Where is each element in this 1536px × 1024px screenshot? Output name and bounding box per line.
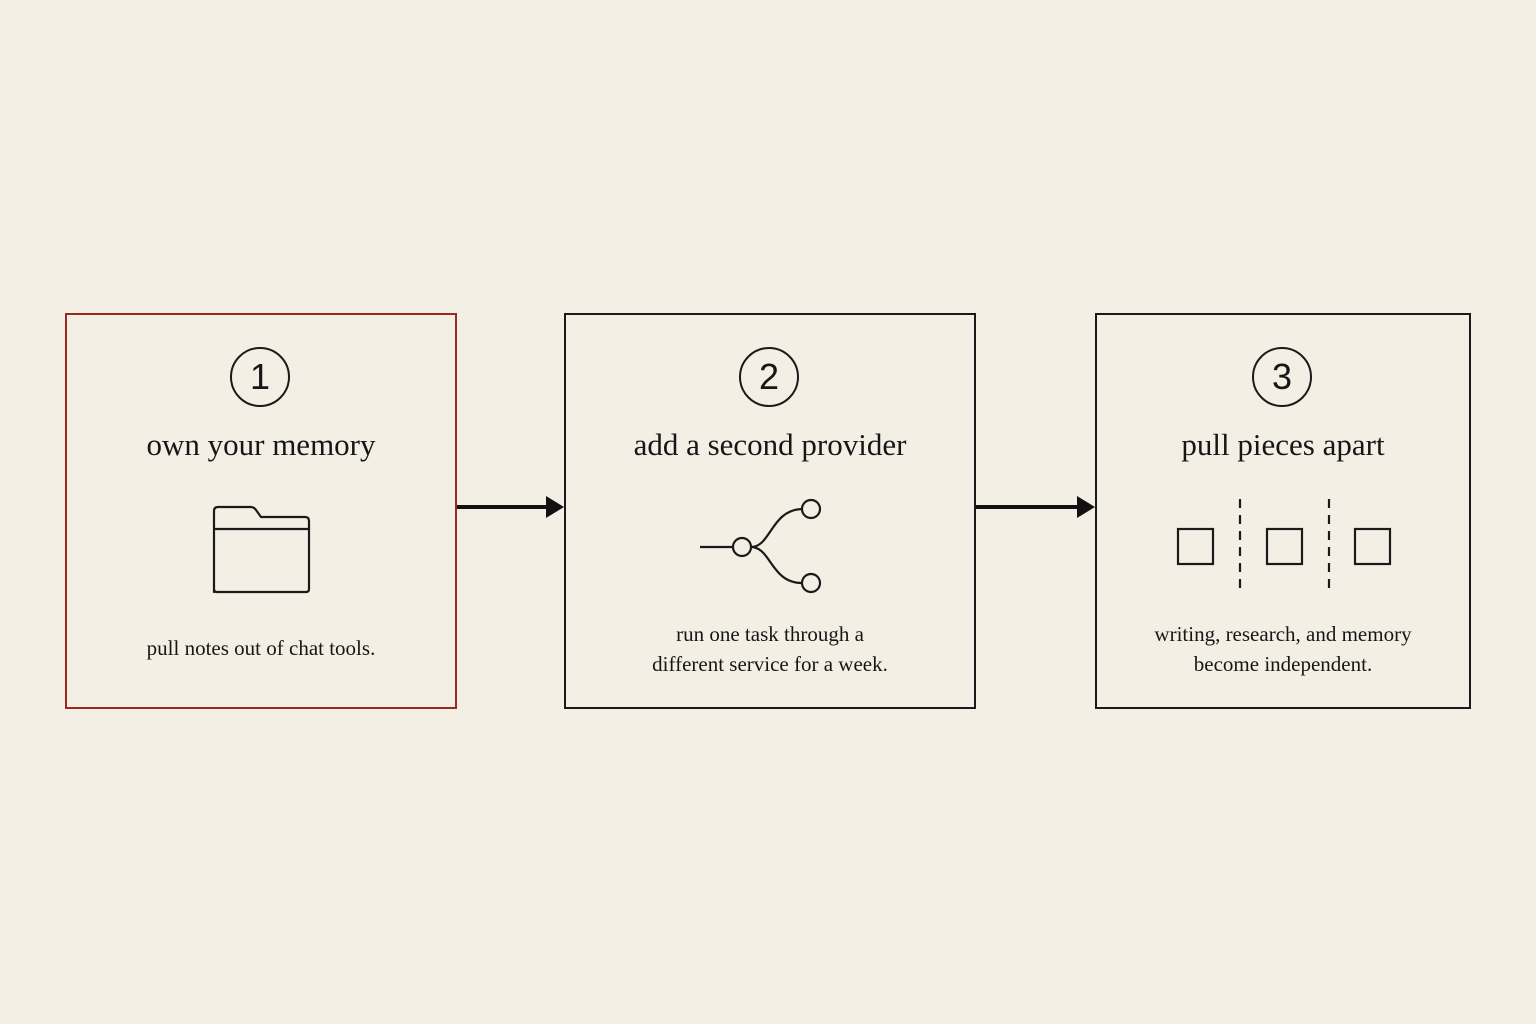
step-description: writing, research, and memory become ind… [1154,622,1412,676]
folder-icon [212,505,311,594]
step-number-badge: 1 [230,347,290,407]
step-description: pull notes out of chat tools. [146,636,376,660]
step-card-add-a-second-provider: 2 add a second provider run one task thr… [564,313,976,709]
step-title: pull pieces apart [1181,427,1385,462]
step-card-pull-pieces-apart: 3 pull pieces apart writing, research, a… [1095,313,1471,709]
step-title: add a second provider [633,427,907,462]
step-number-badge: 2 [739,347,799,407]
separated-blocks-icon [1176,499,1392,593]
branch-icon [700,498,822,594]
step-description: run one task through a different service… [652,622,888,676]
step-card-own-your-memory: 1 own your memory pull notes out of chat… [65,313,457,709]
step-number-badge: 3 [1252,347,1312,407]
step-title: own your memory [146,427,376,462]
